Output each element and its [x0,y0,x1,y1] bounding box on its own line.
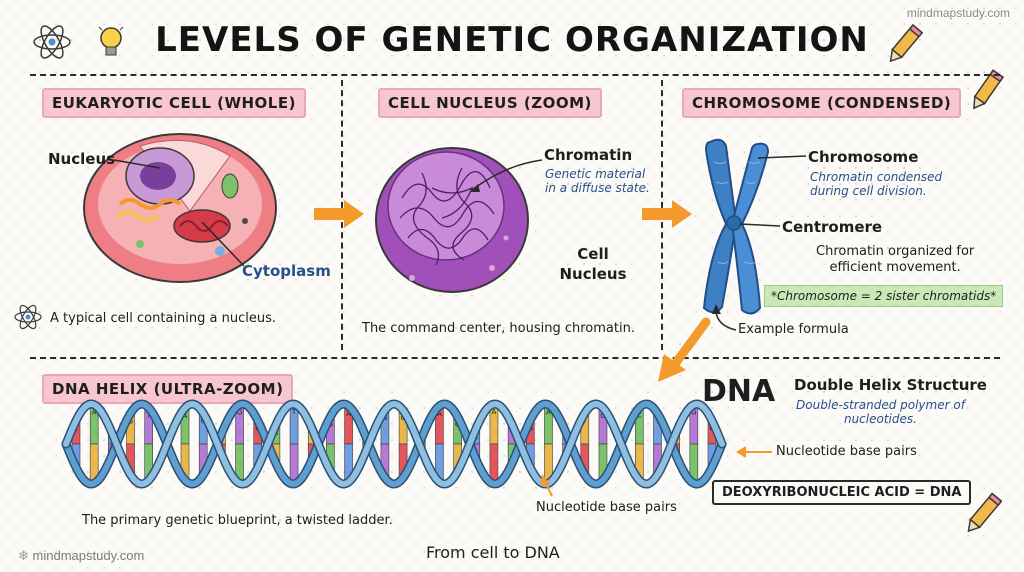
atom-icon-small [14,304,42,330]
base-pairs-label-bottom: Nucleotide base pairs [536,500,677,515]
divider-top [30,74,1000,76]
base-letter: A [346,410,351,418]
double-helix-label: Double Helix Structure [794,376,987,394]
pencil-icon [889,23,924,63]
nucleus-caption: The command center, housing chromatin. [362,321,635,336]
base-letter: C [637,412,642,420]
base-letter: G [600,412,605,420]
chromosome-illustration [702,138,770,315]
nucleus-panel-header: CELL NUCLEUS (ZOOM) [378,88,602,118]
chromosome-label: Chromosome [808,148,919,166]
side-label-line-2: Nucleus [559,265,627,283]
cell-caption: A typical cell containing a nucleus. [50,311,277,326]
helix-desc-line-2: nucleotides. [843,412,917,426]
base-letter: G [237,409,242,417]
chromatid-formula: *Chromosome = 2 sister chromatids* [764,285,1004,307]
chromatin-desc-line-1: Genetic material [545,167,646,181]
cell-nucleus-illustration [375,147,529,293]
cytoplasm-label: Cytoplasm [242,262,331,280]
footer-caption: From cell to DNA [426,543,560,562]
atom-icon [33,25,71,59]
watermark-bottom-text: mindmapstudy.com [32,548,145,563]
dna-caption: The primary genetic blueprint, a twisted… [82,513,393,528]
chromosome-desc-line-1: Chromatin condensed [810,170,943,184]
chromatin-description: Genetic material in a diffuse state. [545,167,650,195]
nucleus-label: Nucleus [48,150,116,168]
chromosome-description: Chromatin condensed during cell division… [810,170,942,198]
base-letter: A [183,412,188,420]
dna-acronym-box: DEOXYRIBONUCLEIC ACID = DNA [712,480,972,505]
watermark-bottom: ❄ mindmapstudy.com [18,548,144,564]
base-letter: T [291,408,297,416]
formula-note: Example formula [738,322,849,337]
centromere-description: Chromatin organized for efficient moveme… [816,244,974,276]
arrow-nucleus-to-chromosome [642,200,692,228]
arrow-chromosome-to-dna [658,317,711,382]
double-helix-description: Double-stranded polymer of nucleotides. [796,398,965,426]
base-letter: A [546,409,551,417]
centromere-desc-line-1: Chromatin organized for [816,244,975,259]
base-letter: A [492,408,497,416]
divider-middle [30,357,1000,359]
cell-panel-header: EUKARYOTIC CELL (WHOLE) [42,88,306,118]
centromere-desc-line-2: efficient movement. [829,260,961,275]
brain-icon: ❄ [18,548,29,563]
lightbulb-icon [98,26,124,56]
base-pairs-label-right: Nucleotide base pairs [776,444,917,459]
helix-strand-b [63,400,725,488]
base-letter: G [691,409,696,417]
base-letter: A [92,409,97,417]
helix-strand-a [63,400,725,488]
page-title: LEVELS OF GENETIC ORGANIZATION [155,20,869,60]
pencil-icon-3 [967,492,1002,533]
cell-nucleus-side-label: Cell Nucleus [556,244,630,284]
chromosome-panel-header: CHROMOSOME (CONDENSED) [682,88,962,118]
arrow-cell-to-nucleus [314,200,364,228]
chromosome-desc-line-2: during cell division. [810,184,927,198]
side-label-line-1: Cell [577,245,609,263]
helix-desc-line-1: Double-stranded polymer of [796,398,965,412]
watermark-top: mindmapstudy.com [906,6,1010,20]
base-letter: T [146,412,152,420]
chromatin-desc-line-2: in a diffuse state. [545,181,650,195]
dna-label: DNA [702,374,776,409]
base-letter: A [437,410,442,418]
dna-panel-header: DNA HELIX (ULTRA-ZOOM) [42,374,294,404]
chromatin-label: Chromatin [544,146,633,164]
centromere-label: Centromere [782,218,883,236]
